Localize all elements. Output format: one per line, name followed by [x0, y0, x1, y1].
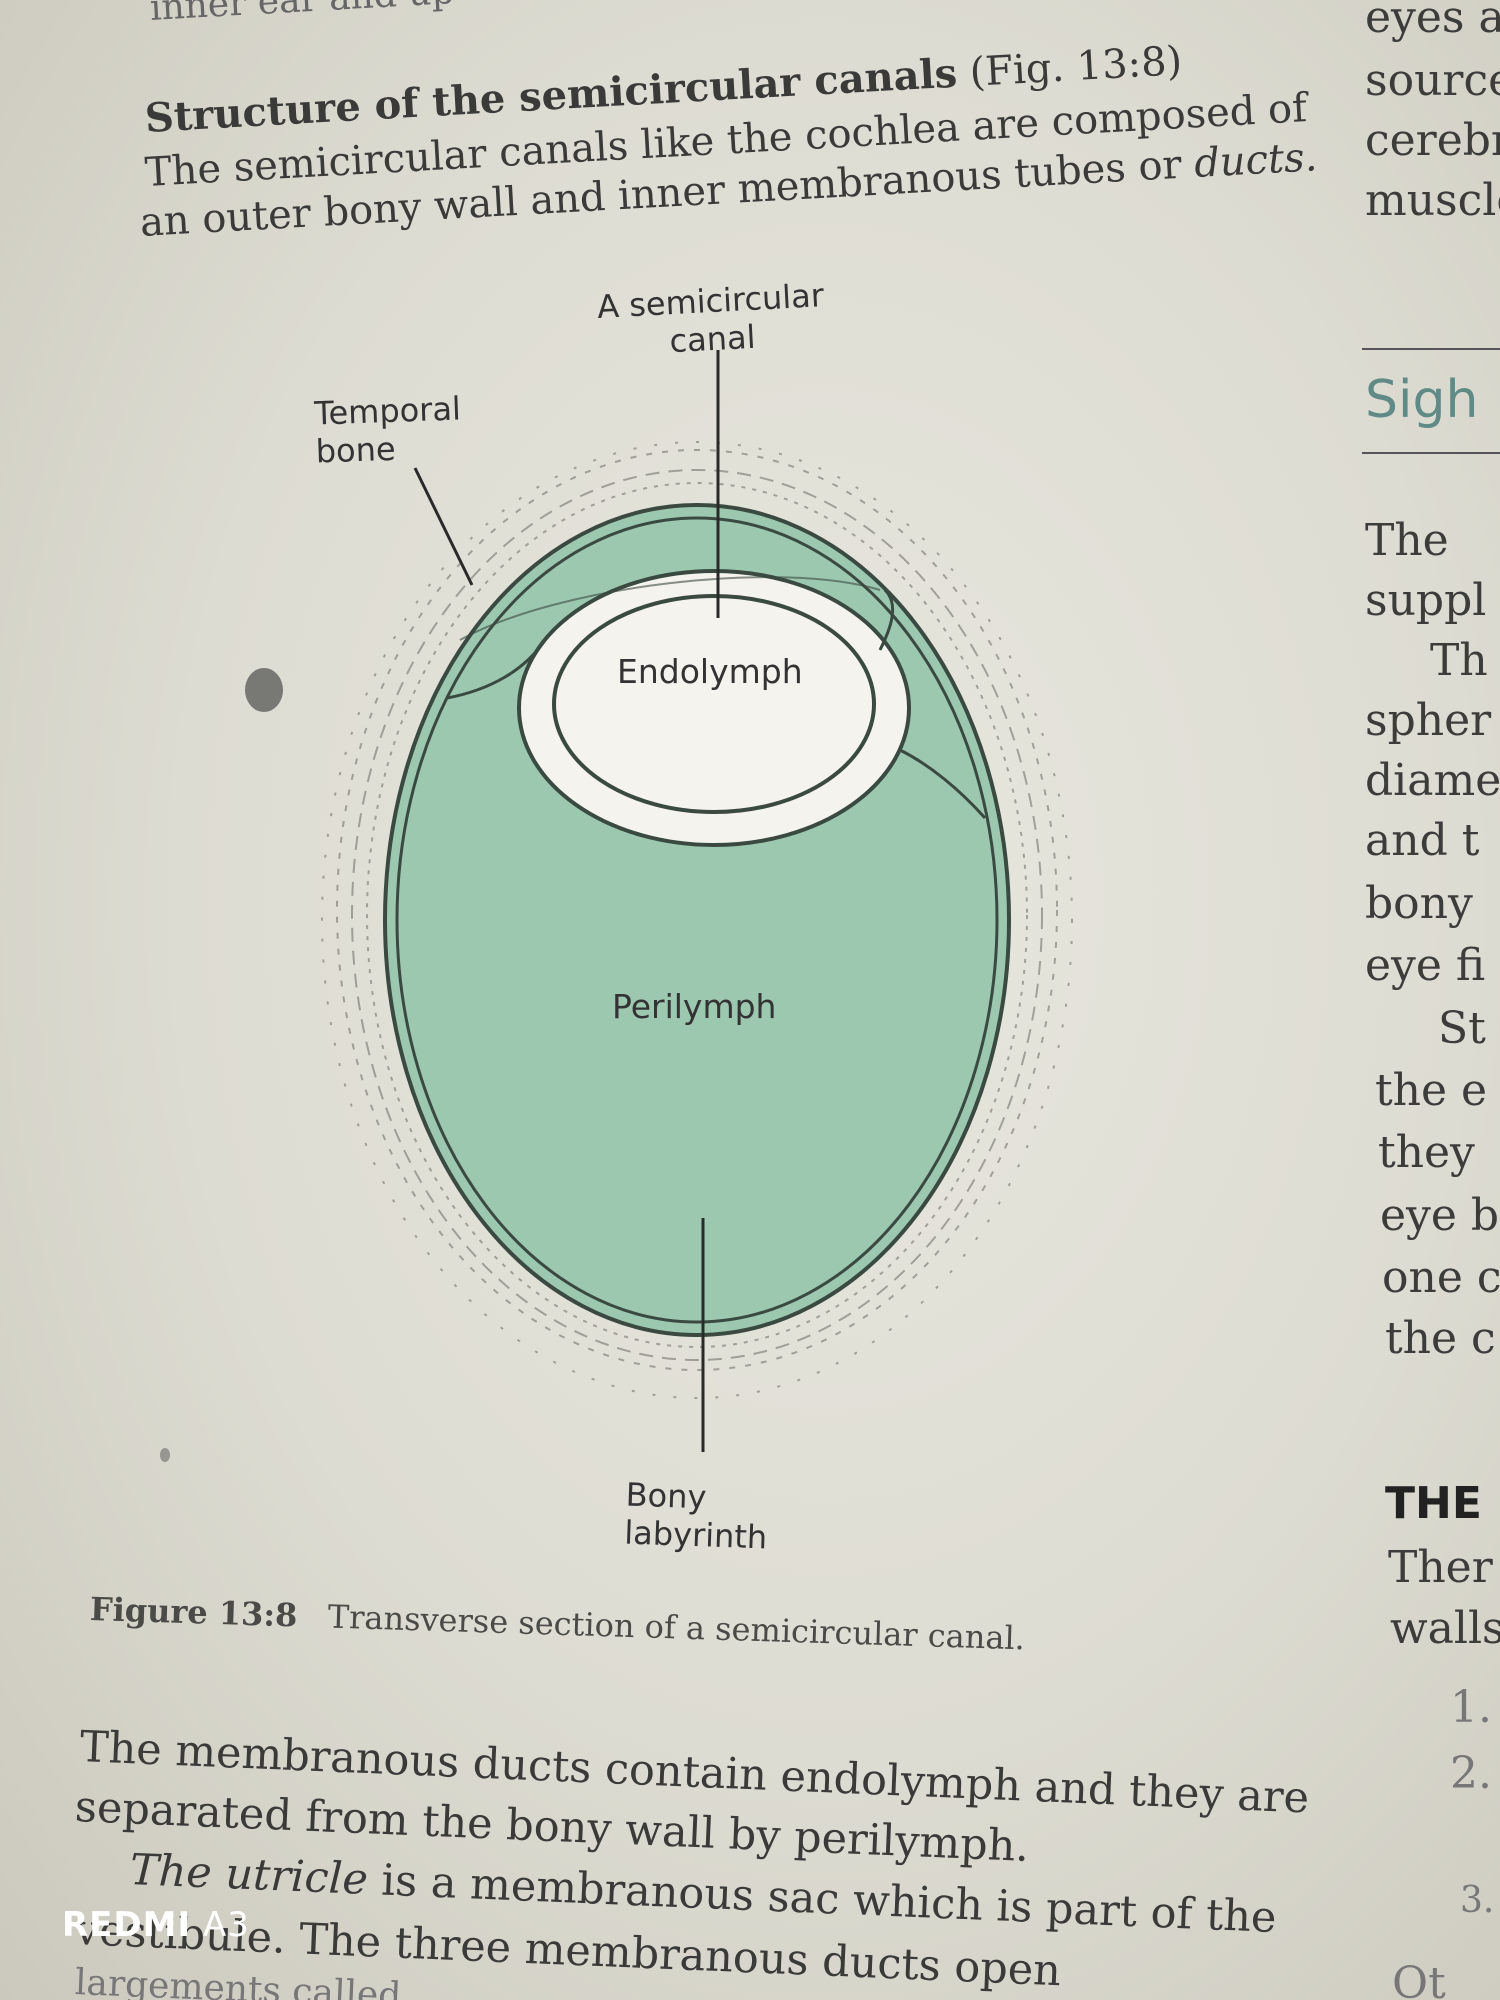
right-fragment: walls: [1390, 1603, 1500, 1654]
label-line: Temporal: [313, 389, 462, 433]
ink-smudge: [245, 668, 283, 712]
right-fragment: diame: [1365, 755, 1500, 806]
label-semicircular-canal: A semicircular canal: [596, 276, 827, 364]
right-fragment: Ther: [1388, 1542, 1493, 1593]
septum-right-bottom: [899, 748, 987, 819]
right-fragment: and t: [1365, 815, 1480, 866]
septum-left: [446, 639, 547, 700]
label-endolymph: Endolymph: [617, 652, 803, 691]
label-line: Bony: [625, 1475, 708, 1517]
right-fragment: St: [1438, 1003, 1486, 1054]
caps-heading: THE: [1385, 1478, 1482, 1529]
label-line: labyrinth: [623, 1513, 768, 1557]
right-fragment: eye b: [1380, 1190, 1500, 1241]
section-rule-top: [1362, 348, 1500, 350]
label-perilymph: Perilymph: [612, 987, 777, 1026]
list-number: 2.: [1450, 1748, 1492, 1799]
right-fragment: The: [1365, 515, 1449, 566]
right-fragment: cerebr: [1365, 115, 1500, 166]
right-fragment: source: [1365, 55, 1500, 106]
leader-temporal: [413, 467, 474, 586]
section-rule-bottom: [1362, 452, 1500, 454]
sight-heading: Sigh: [1365, 370, 1479, 430]
list-number: 1.: [1450, 1682, 1492, 1733]
right-fragment: suppl: [1365, 575, 1487, 626]
right-fragment: the e: [1375, 1065, 1488, 1116]
ink-smudge: [160, 1448, 170, 1462]
right-fragment: eye fi: [1365, 940, 1486, 991]
right-fragment: one c: [1382, 1252, 1500, 1303]
camera-watermark: REDMI A3: [62, 1905, 250, 1945]
watermark-brand: REDMI: [62, 1905, 192, 1945]
right-fragment: bony: [1365, 878, 1473, 929]
label-temporal-bone: Temporal bone: [314, 389, 463, 470]
endolymph-space: [552, 594, 876, 814]
label-bony-labyrinth: Bony labyrinth: [624, 1476, 769, 1557]
right-fragment: Th: [1430, 635, 1488, 686]
right-fragment: spher: [1365, 695, 1492, 746]
right-fragment: they: [1378, 1127, 1475, 1178]
septum-top-line: [459, 576, 881, 641]
right-fragment: the c: [1385, 1313, 1496, 1364]
italic-term: The utricle: [128, 1845, 369, 1905]
right-fragment: muscle: [1365, 175, 1500, 226]
label-line: bone: [315, 429, 397, 471]
caption-number: Figure 13:8: [89, 1590, 298, 1635]
septum-right-top: [878, 588, 895, 651]
temporal-bone-texture: [321, 441, 1073, 1399]
right-fragment: eyes an: [1365, 0, 1500, 43]
list-number: 3.: [1460, 1880, 1495, 1921]
right-fragment: Ot: [1392, 1958, 1446, 2000]
watermark-model: A3: [202, 1905, 250, 1945]
